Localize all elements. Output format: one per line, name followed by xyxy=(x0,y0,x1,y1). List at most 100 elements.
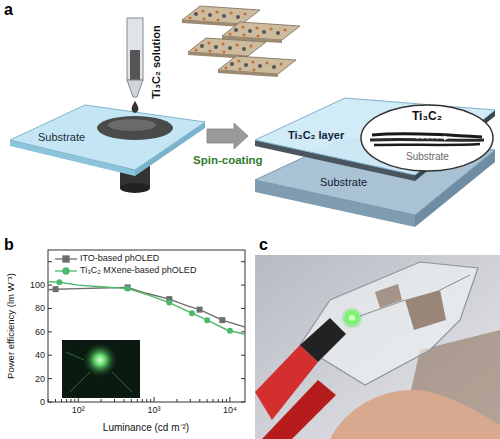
chart-axes xyxy=(48,250,245,402)
ito-curve xyxy=(48,284,245,327)
panel-letter: a xyxy=(4,1,13,19)
drawing-part xyxy=(66,352,132,392)
axis-title: Luminance (cd m⁻²) xyxy=(103,422,189,434)
drawing-part xyxy=(227,328,233,334)
legend-sample xyxy=(55,268,77,274)
drawing-part xyxy=(114,399,115,402)
drawing-part xyxy=(241,285,245,286)
drawing-part xyxy=(255,255,500,439)
node-label: Substrate xyxy=(320,176,367,189)
drawing-part xyxy=(375,284,402,308)
drawing-part xyxy=(190,399,191,402)
drawing-part xyxy=(222,399,223,402)
drawing-part xyxy=(48,261,52,262)
drawing-part xyxy=(56,279,62,285)
drawing-part xyxy=(188,38,266,59)
axis-title: Power efficiency (lm W⁻¹) xyxy=(6,273,17,379)
drawing-part xyxy=(197,307,203,313)
process-arrow xyxy=(207,123,248,149)
drawing-part xyxy=(330,390,500,439)
drawing-part xyxy=(48,287,245,327)
drawing-part xyxy=(255,98,495,175)
drawing-part xyxy=(66,399,67,402)
drawing-part xyxy=(166,300,172,306)
mxene-curve xyxy=(48,279,245,334)
drawing-part xyxy=(48,331,52,332)
drawing-part xyxy=(130,50,140,80)
drawing-part xyxy=(241,308,245,309)
drawing-part xyxy=(108,119,156,131)
drawing-part xyxy=(154,397,155,402)
drawing-part xyxy=(300,262,478,385)
coated-substrate xyxy=(255,98,495,227)
node-label: Substrate xyxy=(406,151,449,163)
node-label: Ti₃C₂ xyxy=(412,110,442,124)
drawing-part xyxy=(70,399,71,402)
drawing-part xyxy=(300,318,346,362)
drawing-part xyxy=(123,399,124,402)
drawing-part xyxy=(55,399,56,402)
zoom-callout: Ti₃C₂ Substrate xyxy=(360,104,494,172)
drawing-part xyxy=(48,250,245,402)
tick-label: 0 xyxy=(40,397,45,407)
drawing-part xyxy=(125,286,131,292)
drawing-part xyxy=(63,256,69,262)
drawing-part xyxy=(229,397,230,402)
drawing-part xyxy=(127,18,143,80)
drawing-part xyxy=(204,317,210,323)
drawing-part xyxy=(199,399,200,402)
node-label: Ti₃C₂ layer xyxy=(288,129,344,142)
drawing-part xyxy=(241,355,245,356)
drawing-part xyxy=(97,116,173,140)
drawing-part xyxy=(48,282,245,335)
drawing-part xyxy=(405,290,446,330)
solution-label: Ti₃C₂ solution xyxy=(150,25,163,98)
spin-coater xyxy=(10,105,205,193)
drawing-part xyxy=(127,80,143,97)
drawing-part xyxy=(241,402,245,403)
drawing-part xyxy=(341,307,363,329)
arrow-label: Spin-coating xyxy=(193,154,263,167)
panel-letter: c xyxy=(259,236,268,254)
drawing-part xyxy=(189,310,195,316)
drawing-part xyxy=(262,380,336,439)
drawing-part xyxy=(48,378,52,379)
drawing-part xyxy=(63,268,69,274)
drawing-part xyxy=(48,355,52,356)
drawing-part xyxy=(444,136,449,141)
drawing-part xyxy=(78,397,79,402)
drawing-part xyxy=(101,399,102,402)
legend-sample xyxy=(55,256,77,262)
tick-label: 10³ xyxy=(148,405,161,415)
tick-label: 60 xyxy=(35,327,45,337)
mxene-flakes xyxy=(182,6,300,77)
drawing-part xyxy=(361,105,493,171)
drawing-part xyxy=(61,399,62,402)
substrate-plate: Substrate xyxy=(10,100,205,172)
tick-label: 100 xyxy=(30,280,45,290)
drawing-part xyxy=(142,399,143,402)
drawing-part xyxy=(207,399,208,402)
drawing-part xyxy=(440,275,470,290)
drawing-part xyxy=(131,399,132,402)
drawing-part xyxy=(213,399,214,402)
drawing-part xyxy=(374,144,480,145)
drawing-part xyxy=(241,331,245,332)
drawing-part xyxy=(219,317,225,323)
drawing-part xyxy=(48,308,52,309)
drawing-part xyxy=(10,105,205,170)
drawing-part xyxy=(48,399,49,402)
panel-letter: b xyxy=(4,236,14,254)
pipette xyxy=(127,18,143,113)
efficiency-chart xyxy=(48,250,245,402)
drawing-part xyxy=(372,134,482,137)
drawing-part xyxy=(74,399,75,402)
tick-label: 10² xyxy=(72,405,85,415)
legend-text: Ti₃C₂ MXene-based phOLED xyxy=(80,265,196,275)
tick-label: 10⁴ xyxy=(223,405,237,415)
drawing-part xyxy=(53,286,59,292)
device-photo xyxy=(255,255,500,439)
drawing-part xyxy=(370,138,484,142)
